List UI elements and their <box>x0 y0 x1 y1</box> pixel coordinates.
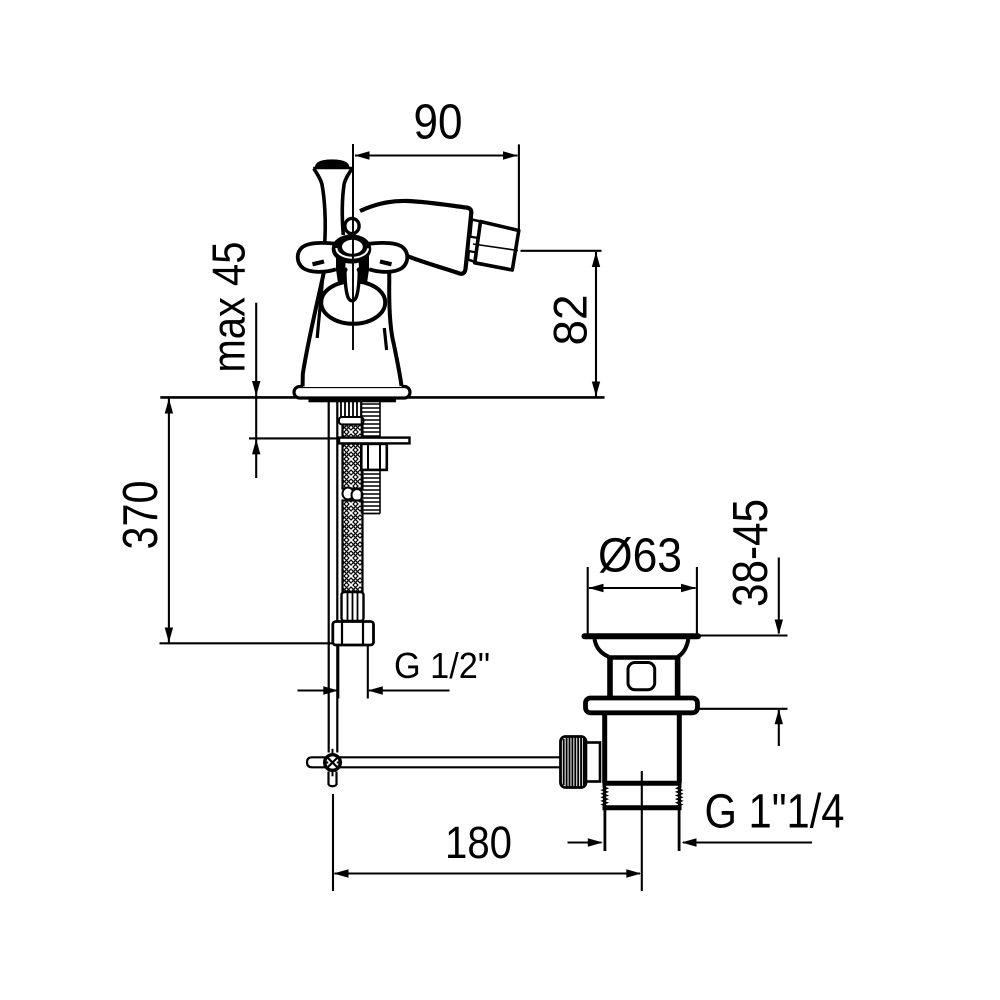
svg-text:38-45: 38-45 <box>724 499 778 607</box>
svg-text:370: 370 <box>114 481 168 550</box>
svg-text:G 1/2": G 1/2" <box>394 645 490 686</box>
svg-text:180: 180 <box>445 817 512 868</box>
svg-text:82: 82 <box>544 295 597 346</box>
svg-text:max 45: max 45 <box>203 242 255 373</box>
svg-text:90: 90 <box>414 96 463 150</box>
svg-text:G 1"1/4: G 1"1/4 <box>705 786 845 839</box>
svg-text:Ø63: Ø63 <box>598 530 682 583</box>
